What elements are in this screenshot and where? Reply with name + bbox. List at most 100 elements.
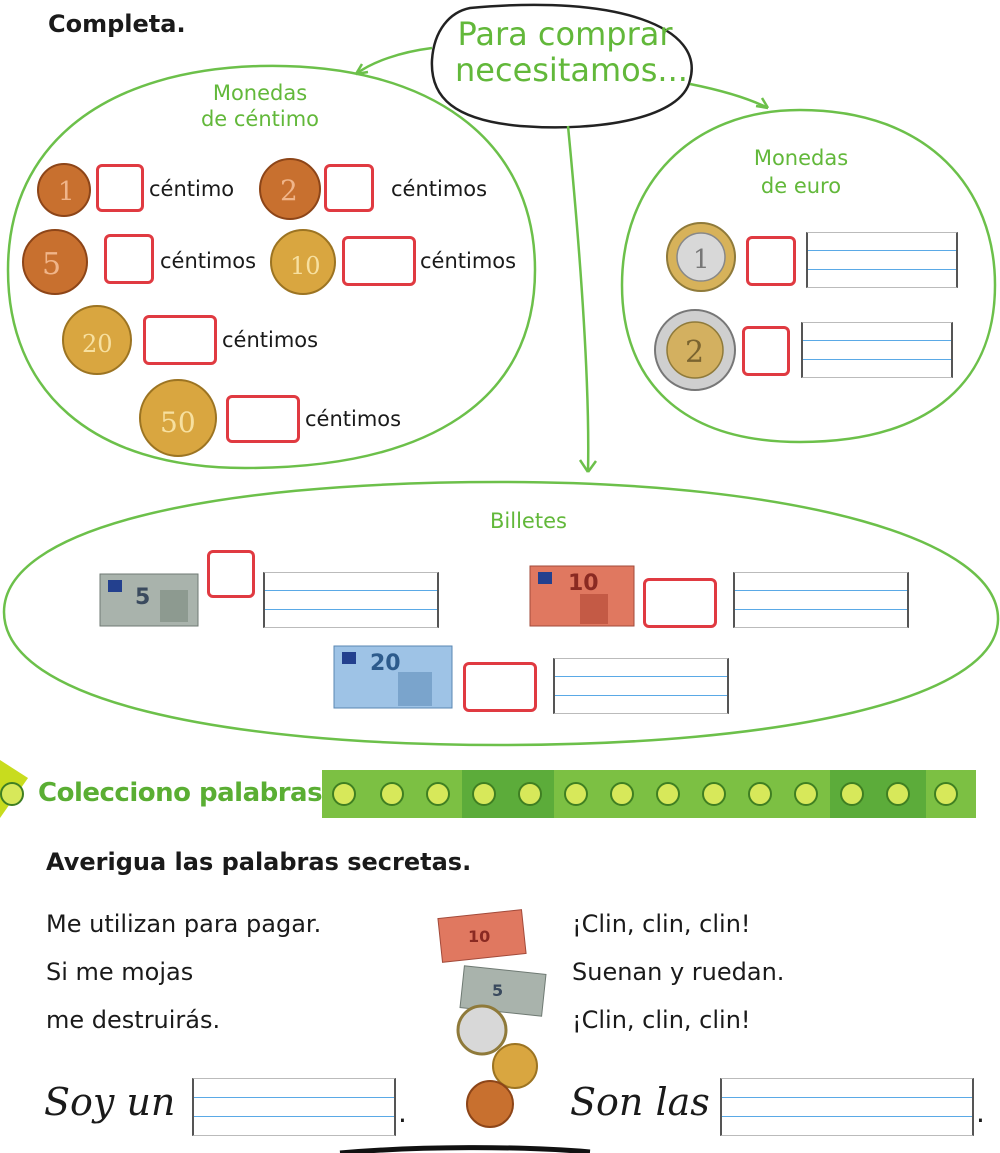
arrow-head-bills xyxy=(578,459,598,473)
left-riddle-line3: me destruirás. xyxy=(46,1006,221,1034)
euro-group-title: Monedas de euro xyxy=(736,144,866,200)
1-cent-coin: 1 xyxy=(37,163,91,217)
bills-group-title: Billetes xyxy=(490,509,567,533)
left-answer-line[interactable] xyxy=(192,1078,396,1136)
banner-bubble-1 xyxy=(0,782,24,806)
left-riddle-line1: Me utilizan para pagar. xyxy=(46,910,322,938)
bubble-line1: Para comprar xyxy=(457,15,673,53)
cents-title-line1: Monedas xyxy=(212,81,308,105)
svg-text:1: 1 xyxy=(693,245,710,275)
bills-group-outline xyxy=(2,480,1000,747)
speech-bubble-outline xyxy=(430,3,693,129)
20-euro-note: 20 xyxy=(333,645,453,709)
instruction-complete: Completa. xyxy=(48,10,186,38)
svg-text:5: 5 xyxy=(135,585,150,610)
answer-box-2-euro[interactable] xyxy=(742,326,790,376)
banner-bubble-9 xyxy=(656,782,680,806)
svg-text:1: 1 xyxy=(58,177,75,207)
2-cent-coin: 2 xyxy=(259,158,321,220)
unit-10-cent: céntimos xyxy=(420,249,517,273)
1-euro-coin: 1 xyxy=(666,222,736,292)
svg-text:10: 10 xyxy=(468,927,490,946)
svg-text:10: 10 xyxy=(290,252,321,280)
5-euro-note: 5 xyxy=(99,573,199,627)
answer-box-5-euro-note[interactable] xyxy=(207,550,255,598)
instruction-secret-words: Averigua las palabras secretas. xyxy=(46,848,472,876)
svg-text:10: 10 xyxy=(568,571,599,596)
unit-20-cent: céntimos xyxy=(222,328,319,352)
10-euro-note: 10 xyxy=(529,565,635,627)
writing-line-1-euro[interactable] xyxy=(806,232,958,288)
left-answer-prefix: Soy un xyxy=(44,1080,176,1124)
banner-bubble-13 xyxy=(840,782,864,806)
right-answer-period: . xyxy=(976,1096,985,1129)
10-cent-coin: 10 xyxy=(270,229,336,295)
arrow-to-euros xyxy=(689,82,769,110)
answer-box-20-cent[interactable] xyxy=(143,315,217,365)
banner-bubble-5 xyxy=(472,782,496,806)
unit-2-cent: céntimos xyxy=(391,177,488,201)
banner-bubble-8 xyxy=(610,782,634,806)
answer-box-10-euro-note[interactable] xyxy=(643,578,717,628)
50-cent-coin: 50 xyxy=(139,379,217,457)
svg-text:20: 20 xyxy=(370,651,401,676)
bottom-shadow xyxy=(339,1145,591,1153)
left-riddle: Me utilizan para pagar. Si me mojas me d… xyxy=(46,900,321,1044)
banner-bubble-12 xyxy=(794,782,818,806)
banner-title: Colecciono palabras xyxy=(38,778,323,808)
writing-line-2-euro[interactable] xyxy=(801,322,953,378)
answer-box-2-cent[interactable] xyxy=(324,164,374,212)
euro-title-line2: de euro xyxy=(760,174,842,198)
svg-text:2: 2 xyxy=(280,174,298,207)
svg-text:2: 2 xyxy=(685,335,704,370)
banner-bubble-10 xyxy=(702,782,726,806)
answer-box-10-cent[interactable] xyxy=(342,236,416,286)
right-riddle: ¡Clin, clin, clin! Suenan y ruedan. ¡Cli… xyxy=(572,900,784,1044)
writing-line-10-euro-note[interactable] xyxy=(733,572,909,628)
2-euro-coin: 2 xyxy=(654,309,736,391)
right-answer-prefix: Son las xyxy=(570,1080,710,1124)
left-riddle-line2: Si me mojas xyxy=(46,958,194,986)
answer-box-5-cent[interactable] xyxy=(104,234,154,284)
banner-bubble-11 xyxy=(748,782,772,806)
right-riddle-line1: ¡Clin, clin, clin! xyxy=(572,910,751,938)
bubble-line2: necesitamos... xyxy=(455,51,688,89)
left-answer-period: . xyxy=(398,1096,407,1129)
money-pile-illustration: 10 5 xyxy=(437,909,547,1128)
svg-text:50: 50 xyxy=(160,406,196,439)
banner-bubble-7 xyxy=(564,782,588,806)
answer-box-1-cent[interactable] xyxy=(96,164,144,212)
answer-box-50-cent[interactable] xyxy=(226,395,300,443)
euro-group-outline xyxy=(620,108,997,444)
banner-bubble-15 xyxy=(934,782,958,806)
svg-text:5: 5 xyxy=(42,247,61,282)
svg-text:20: 20 xyxy=(82,330,113,358)
euro-title-line1: Monedas xyxy=(753,146,849,170)
right-riddle-line2: Suenan y ruedan. xyxy=(572,958,785,986)
answer-box-1-euro[interactable] xyxy=(746,236,796,286)
svg-text:5: 5 xyxy=(492,981,503,1000)
arrow-head-euros xyxy=(755,97,770,110)
answer-box-20-euro-note[interactable] xyxy=(463,662,537,712)
cents-group-outline xyxy=(6,64,537,470)
writing-line-20-euro-note[interactable] xyxy=(553,658,729,714)
unit-1-cent: céntimo xyxy=(149,177,235,201)
cents-group-title: Monedas de céntimo xyxy=(180,80,340,132)
banner-bubble-4 xyxy=(426,782,450,806)
arrow-head-cents xyxy=(354,63,369,76)
banner-bubble-3 xyxy=(380,782,404,806)
5-cent-coin: 5 xyxy=(22,229,88,295)
unit-5-cent: céntimos xyxy=(160,249,257,273)
cents-title-line2: de céntimo xyxy=(200,107,320,131)
arrow-to-bills xyxy=(566,125,590,473)
right-answer-line[interactable] xyxy=(720,1078,974,1136)
writing-line-5-euro-note[interactable] xyxy=(263,572,439,628)
right-riddle-line3: ¡Clin, clin, clin! xyxy=(572,1006,751,1034)
bubble-text: Para comprar necesitamos... xyxy=(455,15,688,89)
banner-bubble-14 xyxy=(886,782,910,806)
arrow-to-cents xyxy=(355,46,433,76)
20-cent-coin: 20 xyxy=(62,305,132,375)
unit-50-cent: céntimos xyxy=(305,407,402,431)
